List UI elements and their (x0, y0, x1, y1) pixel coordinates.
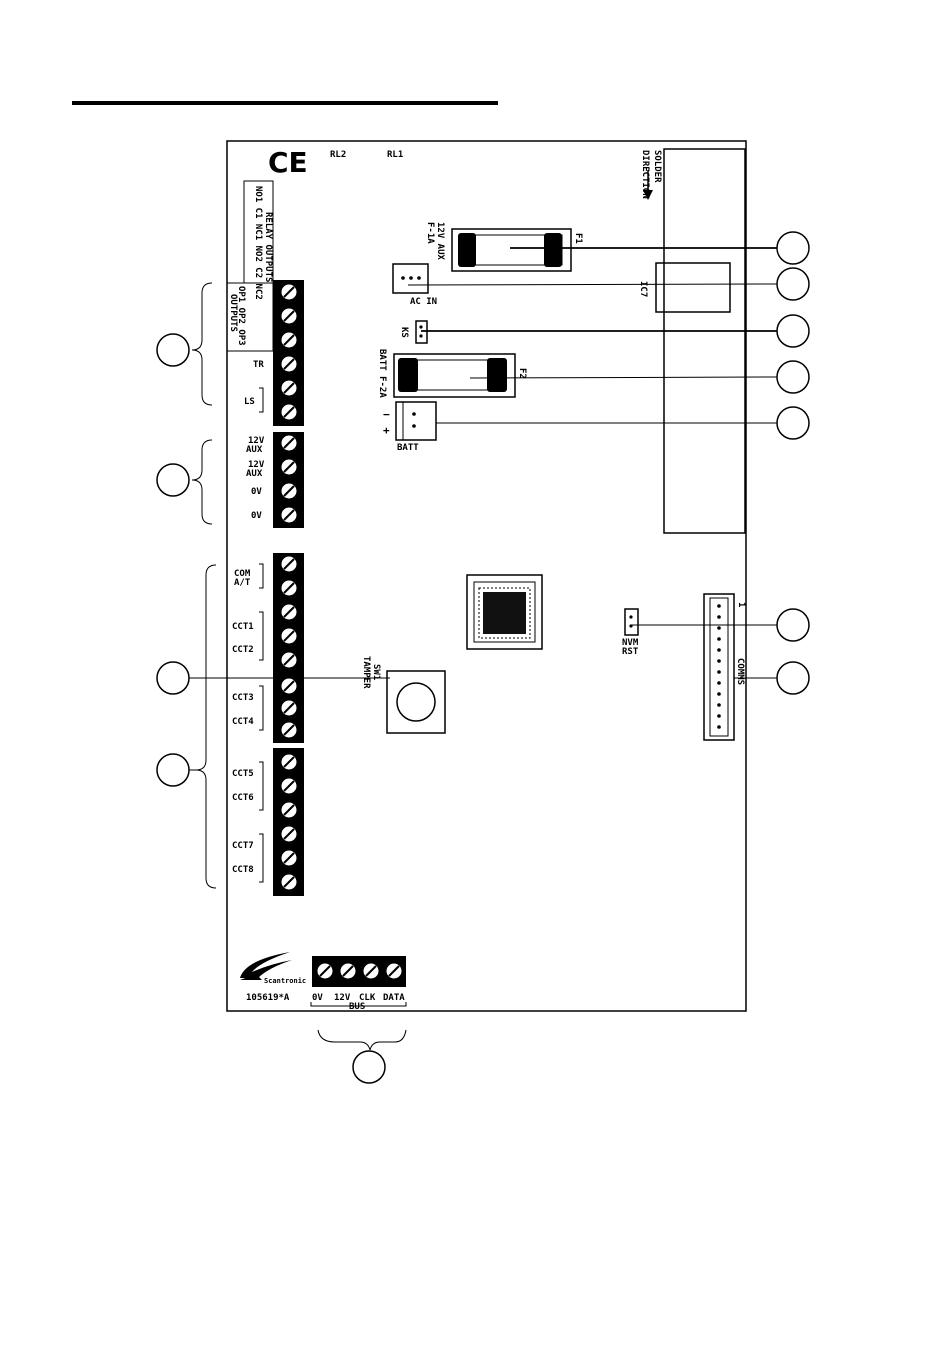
aux1-aux: AUX (246, 445, 263, 455)
tr-label: TR (253, 360, 264, 370)
terminal-block-outputs (273, 280, 304, 426)
f1-value-label: F-1A (425, 222, 435, 244)
com-bracket (259, 564, 263, 588)
brand-logo (240, 952, 292, 980)
bus-callout-brace (318, 1030, 406, 1050)
cct7-label: CCT7 (232, 841, 254, 851)
ks-label: KS (399, 327, 409, 338)
rl1-label: RL1 (387, 150, 403, 160)
svg-text:12V AUX: 12V AUX (435, 222, 445, 261)
cct56-bracket (259, 762, 263, 810)
zero-v-2: 0V (251, 511, 262, 521)
ic7-outline (656, 263, 730, 312)
bus-0v: 0V (312, 993, 323, 1003)
cct3-label: CCT3 (232, 693, 254, 703)
at-label: A/T (234, 578, 251, 588)
f2-rating-label: BATT F-2A (377, 349, 387, 398)
fuse-f2 (394, 354, 515, 397)
batt-plus: + (383, 424, 390, 437)
zero-v-1: 0V (251, 487, 262, 497)
cct6-label: CCT6 (232, 793, 254, 803)
ic7-label: IC7 (638, 281, 648, 297)
bus-callout (353, 1051, 385, 1083)
tamper-label: TAMPER (361, 656, 371, 689)
cct2-label: CCT2 (232, 645, 254, 655)
rl2-label: RL2 (330, 150, 346, 160)
svg-text:RELAY OUTPUTS: RELAY OUTPUTS (263, 212, 273, 282)
aux2-aux: AUX (246, 469, 263, 479)
svg-text:TAMPER: TAMPER (361, 656, 371, 689)
left-braces (192, 283, 216, 888)
ks-jumper (416, 321, 427, 343)
svg-text:COMMS: COMMS (735, 658, 745, 685)
ls-bracket (259, 388, 263, 412)
batt-minus: − (383, 408, 390, 421)
transformer-area (664, 149, 745, 533)
f1-label: F1 (573, 233, 583, 244)
svg-text:BATT F-2A: BATT F-2A (377, 349, 387, 398)
comms-pin1-label: 1 (736, 602, 746, 607)
cct4-label: CCT4 (232, 717, 254, 727)
brand-name: Scantronic (264, 977, 306, 985)
comms-connector (704, 594, 734, 740)
cct12-bracket (259, 612, 263, 660)
tamper-switch (387, 671, 445, 733)
svg-text:KS: KS (399, 327, 409, 338)
callouts-right (777, 232, 809, 694)
ac-in-connector (393, 264, 428, 293)
callouts-left (157, 334, 189, 786)
svg-text:1: 1 (736, 602, 746, 607)
cct78-bracket (259, 834, 263, 882)
svg-text:OUTPUTS: OUTPUTS (228, 294, 238, 332)
ls-label: LS (244, 397, 255, 407)
terminal-block-zones-a (273, 553, 304, 743)
ce-mark: CE (268, 146, 308, 179)
svg-text:SOLDER: SOLDER (652, 150, 662, 183)
bus-data: DATA (383, 993, 405, 1003)
terminal-block-bus (312, 956, 406, 987)
ac-in-label: AC IN (410, 297, 437, 307)
cct5-label: CCT5 (232, 769, 254, 779)
fuse-f1 (452, 229, 571, 271)
cct34-bracket (259, 686, 263, 730)
relay-outputs-label: RELAY OUTPUTS (263, 212, 273, 282)
batt-connector (396, 402, 436, 440)
terminal-block-zones-b (273, 748, 304, 896)
cct8-label: CCT8 (232, 865, 254, 875)
bus-label: BUS (349, 1002, 365, 1012)
svg-text:F1: F1 (573, 233, 583, 244)
cct1-label: CCT1 (232, 622, 254, 632)
terminal-block-aux (273, 432, 304, 528)
part-number: 105619*A (246, 993, 290, 1003)
nvm-jumper (625, 609, 638, 635)
svg-text:F-1A: F-1A (425, 222, 435, 244)
f1-rating-label: 12V AUX (435, 222, 445, 261)
outputs-label: OUTPUTS (228, 294, 238, 332)
rst-label: RST (622, 647, 639, 657)
comms-label: COMMS (735, 658, 745, 685)
processor-chip (467, 575, 542, 649)
batt-label: BATT (397, 443, 419, 453)
svg-text:F2: F2 (517, 368, 527, 379)
f2-label: F2 (517, 368, 527, 379)
svg-text:IC7: IC7 (638, 281, 648, 297)
